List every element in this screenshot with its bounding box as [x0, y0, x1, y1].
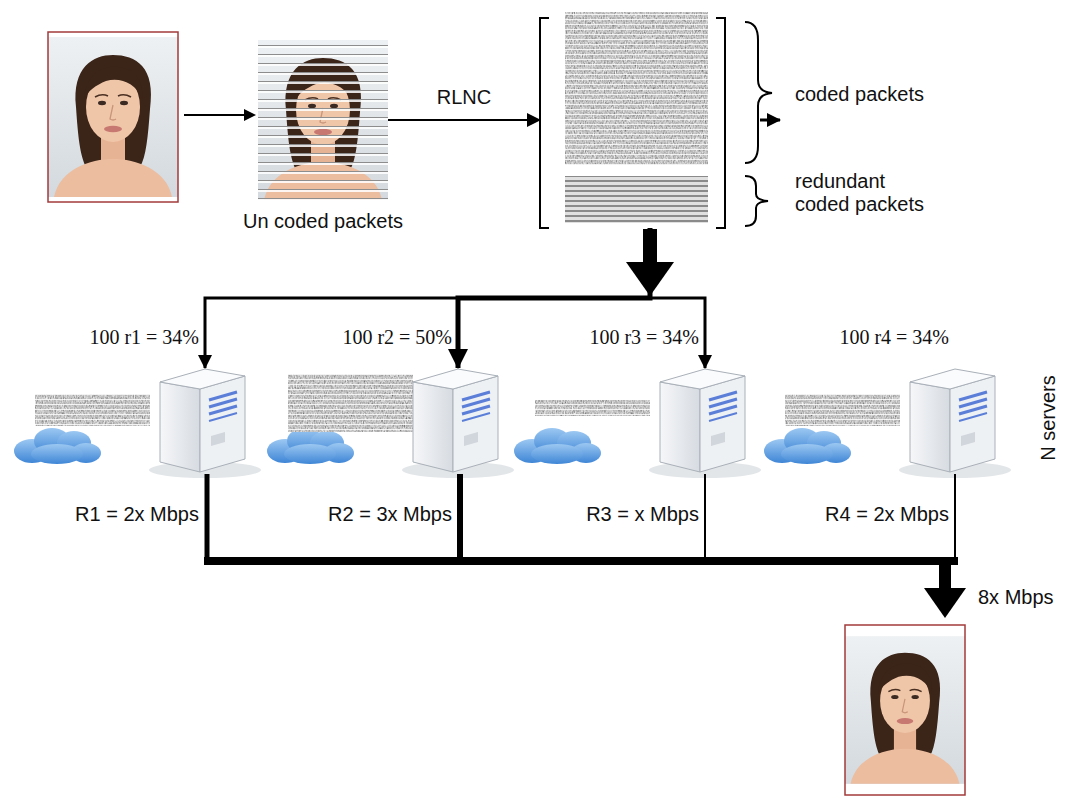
coded-packets-node: coded packetsredundant coded packets	[540, 10, 760, 228]
server-node: 100 r2 = 50%R2 = 3x Mbps	[283, 368, 513, 478]
server-node: 100 r3 = 34%R3 = x Mbps	[530, 368, 760, 478]
share-label: 100 r1 = 34%	[89, 326, 199, 349]
rate-label: R4 = 2x Mbps	[825, 503, 949, 526]
server-node: 100 r1 = 34%R1 = 2x Mbps	[30, 368, 260, 478]
share-label: 100 r2 = 50%	[342, 326, 452, 349]
input-arrow	[184, 109, 256, 121]
collection-bus	[204, 474, 966, 618]
connector	[760, 119, 780, 122]
connector	[388, 119, 540, 121]
original-photo	[48, 32, 178, 202]
rate-label: R3 = x Mbps	[586, 503, 699, 526]
photo-caption: Un coded packets	[243, 210, 403, 233]
server-node: 100 r4 = 34%R4 = 2x Mbps	[780, 368, 1010, 478]
share-label: 100 r4 = 34%	[839, 326, 949, 349]
uncoded-photo	[258, 40, 388, 200]
uncoded-photo-node: Un coded packets	[258, 40, 388, 200]
share-label: 100 r3 = 34%	[589, 326, 699, 349]
rate-label: R1 = 2x Mbps	[75, 503, 199, 526]
server-4	[764, 369, 1011, 478]
connector	[205, 228, 650, 368]
server-2	[267, 369, 514, 478]
rate-label: R2 = 3x Mbps	[328, 503, 452, 526]
edge-label: RLNC	[434, 86, 494, 109]
coded-packets-block	[540, 12, 772, 228]
server-3	[514, 369, 761, 478]
brace-label: redundant coded packets	[795, 170, 930, 216]
axis-label: N servers	[1037, 375, 1060, 461]
received-photo	[845, 625, 965, 795]
rate-label: 8x Mbps	[978, 586, 1054, 609]
server-1	[14, 369, 261, 478]
brace-label: coded packets	[795, 83, 924, 106]
